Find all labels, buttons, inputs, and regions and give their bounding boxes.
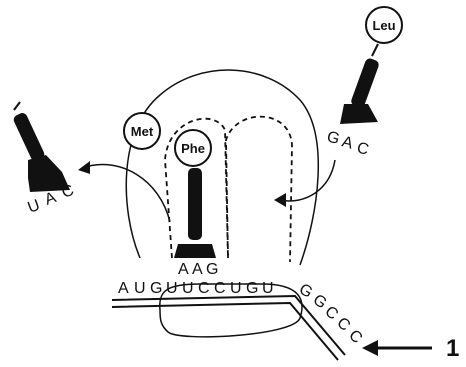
exit-arrowhead: [78, 161, 90, 174]
trna-right-anticodon-2: A: [340, 133, 355, 152]
trna-center-body: [174, 244, 216, 258]
trna-right-stem: [350, 57, 380, 109]
mrna-base: C: [345, 327, 365, 347]
entry-arrowhead: [274, 193, 286, 207]
trna-right-linker: [372, 44, 378, 56]
ribosome-large-subunit: [126, 70, 318, 265]
mrna-base: G: [246, 280, 258, 297]
mrna-base: U: [166, 280, 178, 297]
trna-center-anticodon-3: G: [206, 261, 218, 278]
trna-left: U A C: [12, 102, 76, 217]
trna-center-anticodon-1: A: [178, 261, 189, 278]
met-label: Met: [131, 124, 154, 139]
mrna-base: C: [214, 280, 226, 297]
mrna-base: G: [150, 280, 162, 297]
trna-left-anticodon-3: C: [60, 182, 77, 202]
mrna-base: A: [118, 280, 129, 297]
mrna-base: U: [230, 280, 242, 297]
mrna-base: C: [198, 280, 210, 297]
trna-right-anticodon-1: G: [325, 128, 341, 148]
trna-center-anticodon-2: A: [192, 261, 203, 278]
pointer-arrowhead: [362, 340, 378, 356]
trna-right-body: [340, 104, 378, 124]
a-site-outline: [226, 117, 292, 262]
trna-left-stem: [12, 111, 46, 162]
trna-center-stem: [188, 168, 202, 240]
leu-label: Leu: [372, 18, 395, 33]
mrna-base: U: [262, 280, 274, 297]
mrna-base: C: [333, 314, 353, 334]
mrna-base: U: [134, 280, 146, 297]
entry-arrow: [280, 160, 335, 201]
phe-label: Phe: [181, 141, 205, 156]
trna-left-tip: [14, 102, 20, 110]
mrna-base: U: [182, 280, 194, 297]
trna-center: A A G: [174, 168, 218, 278]
pointer-label: 1: [446, 335, 459, 362]
trna-left-anticodon-1: U: [26, 197, 43, 217]
trna-right: Leu G A C: [325, 7, 402, 159]
trna-right-anticodon-3: C: [355, 139, 371, 158]
trna-left-anticodon-2: A: [43, 189, 59, 209]
